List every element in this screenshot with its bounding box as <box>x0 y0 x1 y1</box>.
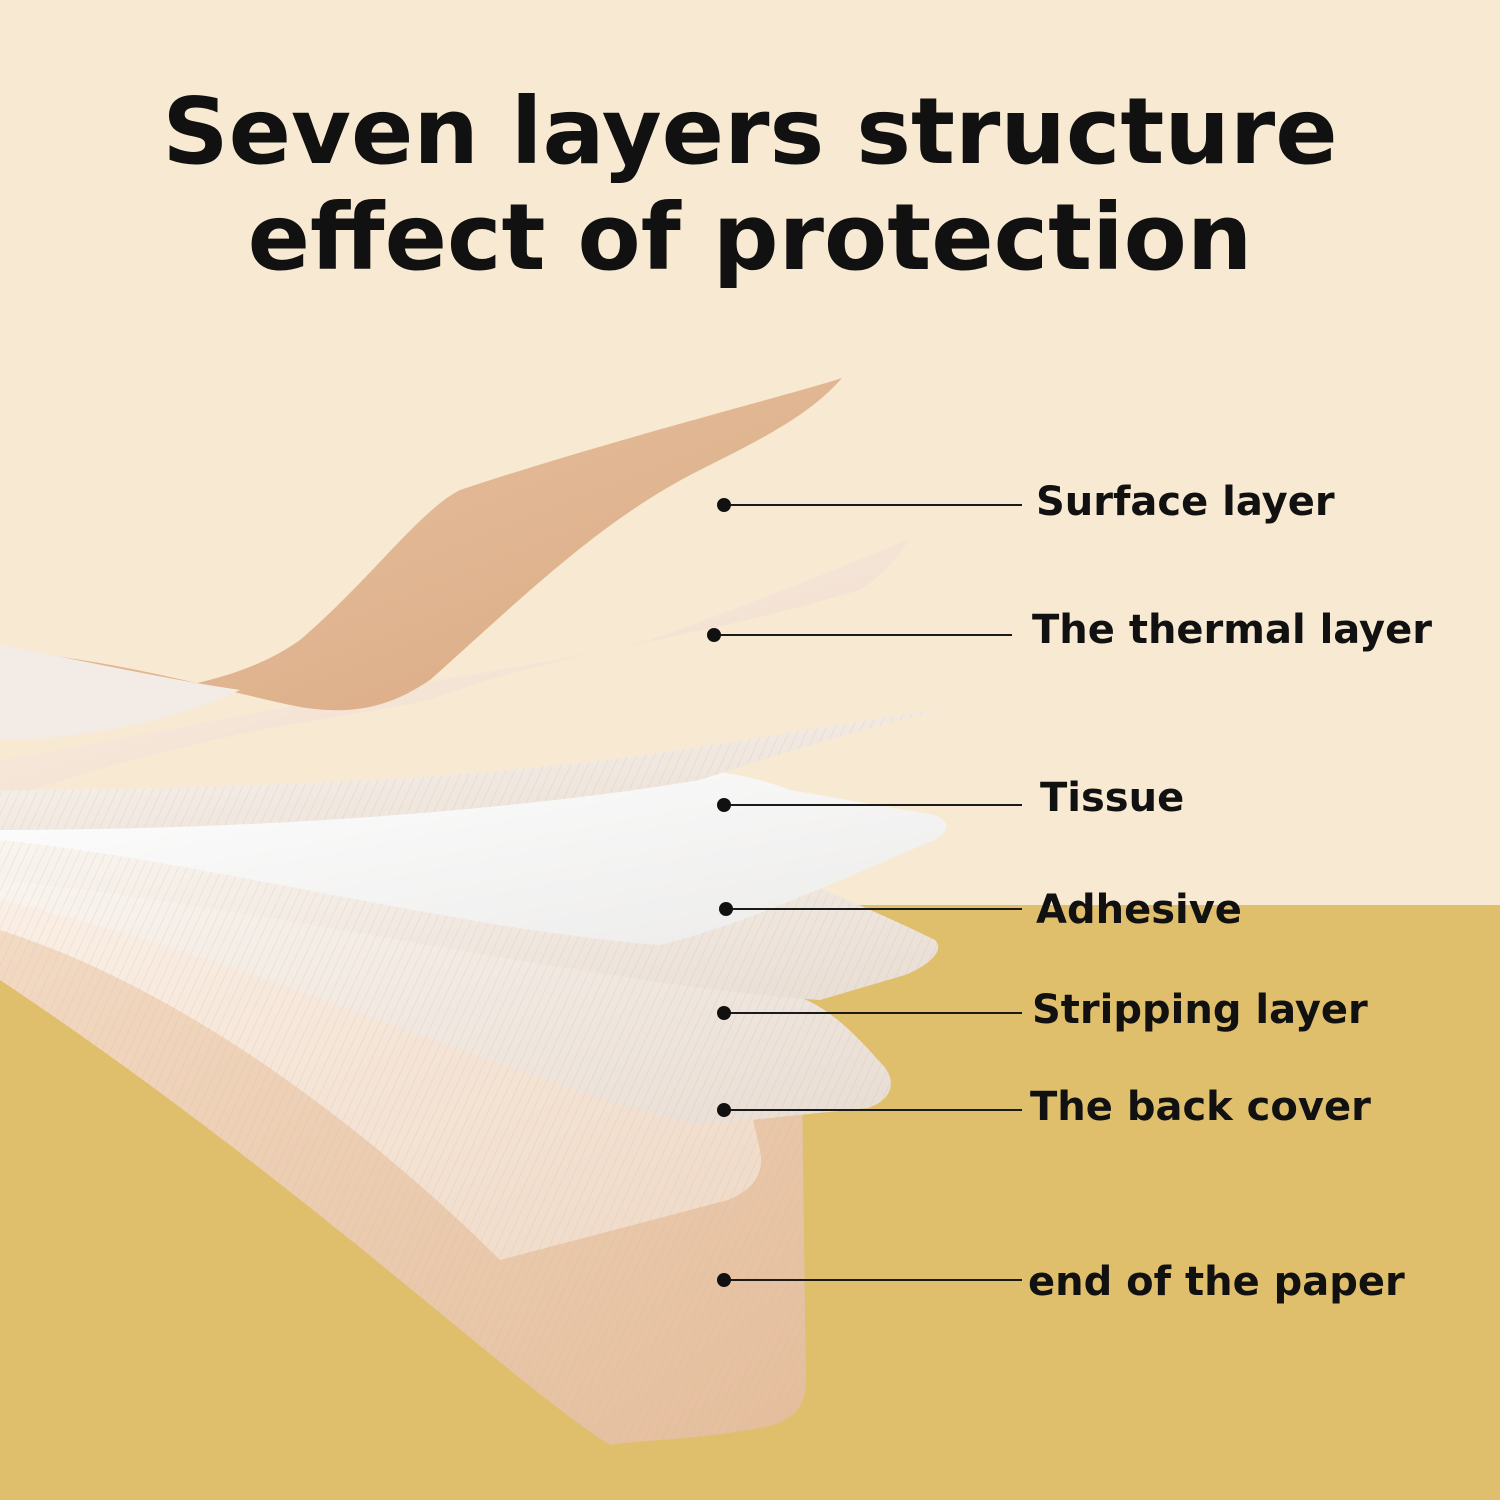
label-surface-layer: Surface layer <box>1036 479 1335 525</box>
leader-dot-adhesive <box>719 902 733 916</box>
label-back-cover: The back cover <box>1030 1084 1371 1130</box>
leader-dot-back-cover <box>717 1103 731 1117</box>
label-end-of-paper: end of the paper <box>1028 1259 1405 1305</box>
layer-thermal <box>0 538 945 830</box>
label-thermal-layer: The thermal layer <box>1032 607 1432 653</box>
label-adhesive: Adhesive <box>1036 887 1242 933</box>
title-line-1: Seven layers structure <box>162 78 1338 185</box>
leader-dot-stripping <box>717 1006 731 1020</box>
leader-dot-tissue <box>717 798 731 812</box>
layer-stripping <box>0 840 891 1125</box>
label-stripping-layer: Stripping layer <box>1032 987 1368 1033</box>
title-line-2: effect of protection <box>247 184 1253 291</box>
leader-lines <box>707 498 1022 1287</box>
layer-back-cover <box>0 860 762 1260</box>
layer-surface <box>0 378 842 740</box>
leader-dot-end-paper <box>717 1273 731 1287</box>
leader-dot-surface <box>717 498 731 512</box>
leader-dot-thermal <box>707 628 721 642</box>
label-tissue: Tissue <box>1040 775 1185 821</box>
